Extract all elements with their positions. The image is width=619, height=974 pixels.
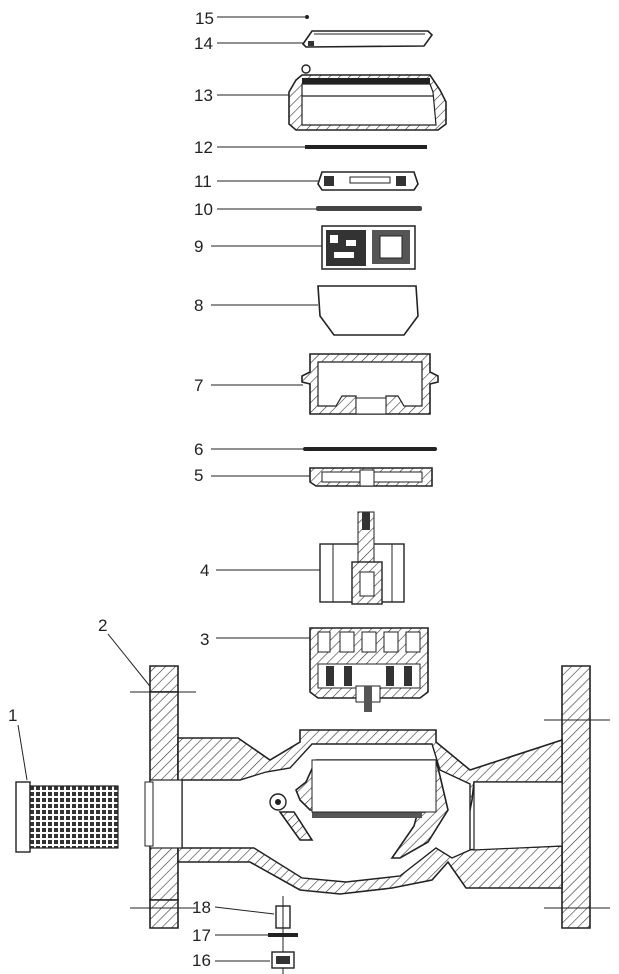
label-10: 10	[194, 200, 316, 219]
part-10-ring	[316, 206, 422, 211]
svg-text:3: 3	[200, 630, 209, 649]
svg-text:18: 18	[192, 898, 211, 917]
svg-text:13: 13	[194, 86, 213, 105]
svg-text:5: 5	[194, 466, 203, 485]
label-12: 12	[194, 138, 305, 157]
part-17-washer	[268, 933, 298, 937]
part-7-chamber	[301, 353, 439, 415]
part-8-cup	[317, 285, 419, 336]
label-18: 18	[192, 898, 275, 917]
svg-text:15: 15	[195, 9, 214, 28]
part-13-housing	[288, 64, 447, 131]
label-8: 8	[194, 296, 318, 315]
svg-text:10: 10	[194, 200, 213, 219]
svg-text:1: 1	[8, 706, 17, 725]
svg-text:6: 6	[194, 440, 203, 459]
label-4: 4	[200, 561, 320, 580]
part-15-screw	[305, 15, 309, 19]
part-2-meter-body	[130, 665, 610, 929]
svg-text:2: 2	[98, 616, 107, 635]
svg-text:12: 12	[194, 138, 213, 157]
svg-text:7: 7	[194, 376, 203, 395]
svg-text:8: 8	[194, 296, 203, 315]
part-11-dial-plate	[317, 171, 419, 191]
svg-text:9: 9	[194, 237, 203, 256]
part-1-strainer	[15, 781, 119, 853]
label-1: 1	[8, 706, 28, 781]
label-17: 17	[192, 926, 268, 945]
svg-text:4: 4	[200, 561, 209, 580]
part-14-lid	[301, 30, 434, 48]
svg-text:16: 16	[192, 951, 211, 970]
part-16-nut	[271, 951, 295, 969]
part-9-register	[321, 225, 416, 270]
part-12-gasket	[305, 145, 427, 149]
part-6-o-ring	[303, 447, 437, 451]
part-4-impeller	[319, 511, 405, 605]
label-11: 11	[194, 172, 318, 191]
label-16: 16	[192, 951, 270, 970]
label-2: 2	[98, 616, 154, 691]
part-3-impeller-housing	[309, 627, 429, 712]
label-5: 5	[194, 466, 310, 485]
label-3: 3	[200, 630, 310, 649]
part-5-plate	[309, 467, 433, 487]
svg-text:14: 14	[194, 34, 213, 53]
label-15: 15	[195, 9, 305, 28]
label-7: 7	[194, 376, 303, 395]
label-9: 9	[194, 237, 322, 256]
label-6: 6	[194, 440, 303, 459]
label-14: 14	[194, 34, 303, 53]
svg-text:17: 17	[192, 926, 211, 945]
svg-text:11: 11	[194, 172, 212, 191]
label-13: 13	[194, 86, 293, 105]
